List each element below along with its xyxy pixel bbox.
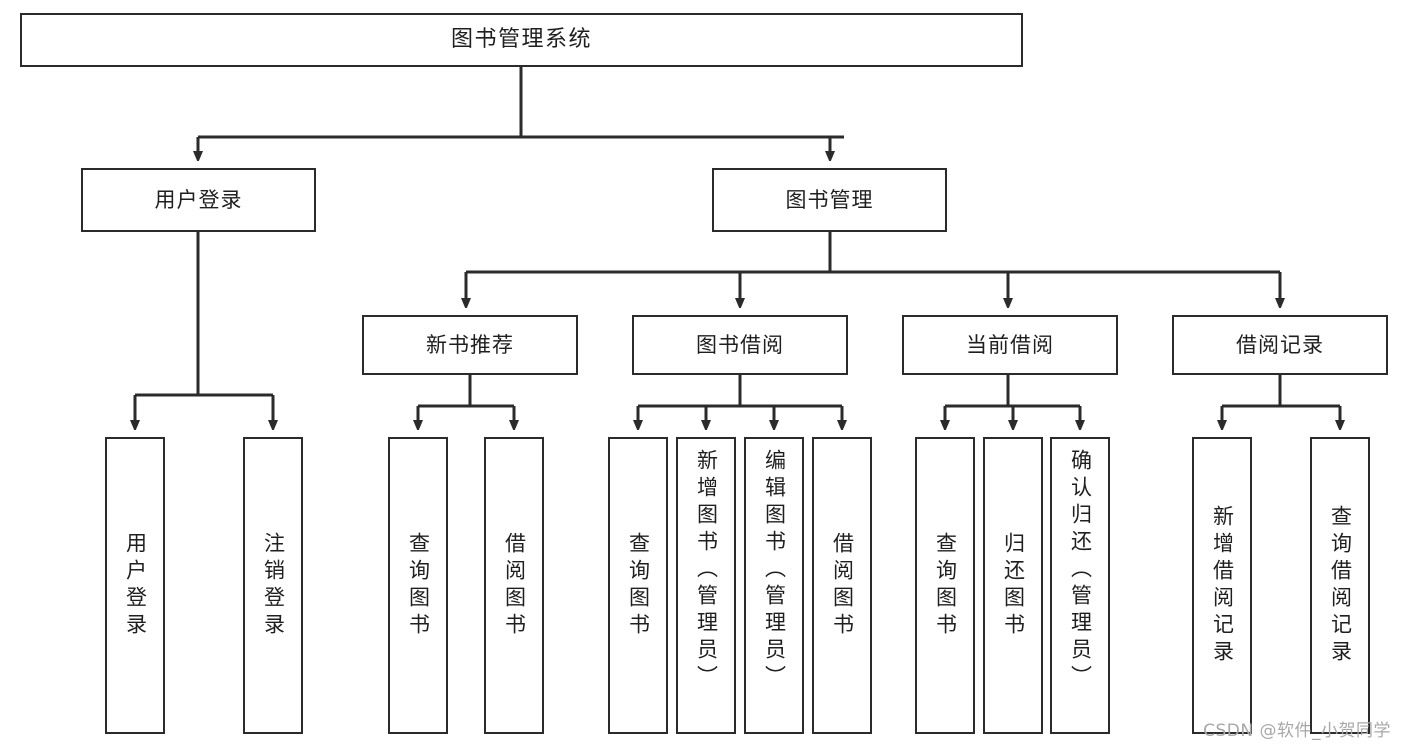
node-label: 查询借阅记录 [1328, 504, 1353, 667]
leaf-borrow-books[interactable]: 借阅图书 [812, 437, 872, 734]
leaf-query-books-current[interactable]: 查询图书 [915, 437, 975, 734]
watermark-text: CSDN @软件_小贺同学 [1203, 721, 1391, 741]
node-book-management[interactable]: 图书管理 [712, 168, 947, 232]
node-root-system[interactable]: 图书管理系统 [20, 13, 1023, 67]
node-label: 借阅记录 [1236, 332, 1324, 357]
leaf-user-login[interactable]: 用户登录 [105, 437, 165, 734]
node-label: 图书管理系统 [450, 27, 592, 53]
node-label: 确认归还（管理员） [1068, 449, 1093, 692]
node-label: 注销登录 [261, 531, 286, 640]
node-label: 用户登录 [154, 187, 243, 212]
leaf-logout[interactable]: 注销登录 [243, 437, 303, 734]
leaf-query-books-borrow[interactable]: 查询图书 [608, 437, 668, 734]
leaf-borrow-books-recommend[interactable]: 借阅图书 [484, 437, 544, 734]
leaf-edit-book-admin[interactable]: 编辑图书（管理员） [744, 437, 804, 734]
node-label: 图书管理 [785, 187, 874, 212]
node-label: 图书借阅 [696, 332, 784, 357]
node-label: 新增借阅记录 [1210, 504, 1235, 667]
leaf-add-book-admin[interactable]: 新增图书（管理员） [676, 437, 736, 734]
node-label: 查询图书 [406, 531, 431, 640]
leaf-confirm-return-admin[interactable]: 确认归还（管理员） [1050, 437, 1110, 734]
node-label: 借阅图书 [830, 531, 855, 640]
node-label: 新增图书（管理员） [694, 449, 719, 692]
node-label: 借阅图书 [502, 531, 527, 640]
node-label: 当前借阅 [966, 332, 1054, 357]
node-borrow-records[interactable]: 借阅记录 [1172, 315, 1388, 375]
node-current-borrow[interactable]: 当前借阅 [902, 315, 1118, 375]
leaf-add-borrow-record[interactable]: 新增借阅记录 [1192, 437, 1252, 734]
node-new-book-recommend[interactable]: 新书推荐 [362, 315, 578, 375]
node-label: 新书推荐 [426, 332, 514, 357]
node-label: 用户登录 [123, 531, 148, 640]
leaf-return-books[interactable]: 归还图书 [983, 437, 1043, 734]
node-label: 查询图书 [626, 531, 651, 640]
node-label: 查询图书 [933, 531, 958, 640]
node-label: 编辑图书（管理员） [762, 449, 787, 692]
leaf-query-borrow-record[interactable]: 查询借阅记录 [1310, 437, 1370, 734]
leaf-query-books-recommend[interactable]: 查询图书 [388, 437, 448, 734]
node-label: 归还图书 [1001, 531, 1026, 640]
node-book-borrow[interactable]: 图书借阅 [632, 315, 848, 375]
node-user-login[interactable]: 用户登录 [81, 168, 316, 232]
